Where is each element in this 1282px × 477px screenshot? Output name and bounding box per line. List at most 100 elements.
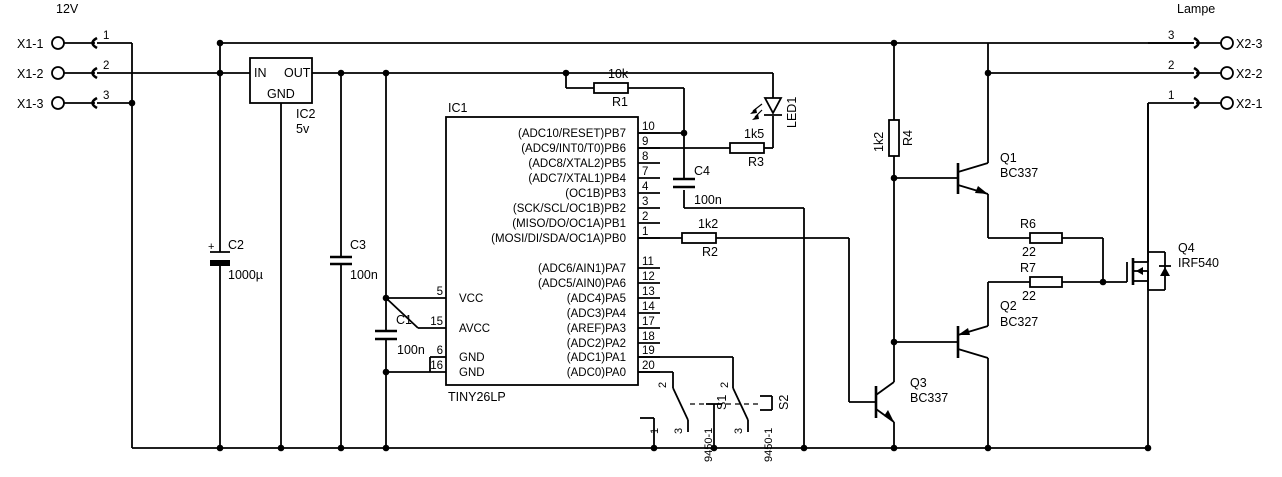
q3-name: Q3: [910, 376, 927, 390]
c4-value: 100n: [694, 193, 722, 207]
c3-value: 100n: [350, 268, 378, 282]
r1-name: R1: [612, 95, 628, 109]
connector-x2: 3 X2-3 2 X2-2 1 X2-1: [1148, 30, 1262, 111]
ic1-pin-label: AVCC: [459, 323, 490, 335]
ic1-pin-number: 6: [437, 345, 443, 357]
mosfet-q4: Q4 IRF540: [1126, 103, 1219, 291]
ic1-pin-number: 10: [642, 121, 655, 133]
s1-pin-3: 3: [673, 428, 685, 434]
connector-pin-x1-1: X1-1 1: [17, 30, 132, 51]
x1-1-pin-number: 1: [103, 30, 109, 42]
ic1-pin-label: (ADC4)PA5: [567, 293, 626, 305]
ic1-pin-label: (ADC2)PA2: [567, 338, 626, 350]
regulator-out-label: OUT: [284, 66, 311, 80]
resistor-r1: 10k R1: [593, 67, 629, 109]
x2-2-pin-number: 2: [1168, 60, 1174, 72]
ic1-pin-label: (SCK/SCL/OC1B)PB2: [513, 203, 626, 215]
ic1-pin-label: (ADC0)PA0: [567, 367, 626, 379]
x2-1-label: X2-1: [1236, 97, 1262, 111]
connector-pin-x2-1: 1 X2-1: [1168, 90, 1262, 111]
x2-3-pin-number: 3: [1168, 30, 1174, 42]
r3-value: 1k5: [744, 127, 764, 141]
regulator-value: 5v: [296, 122, 310, 136]
regulator-gnd-label: GND: [267, 87, 295, 101]
ic1-pin-number: 2: [642, 211, 648, 223]
x1-3-label: X1-3: [17, 97, 43, 111]
ic1-pin-label: GND: [459, 367, 485, 379]
c2-polarity-mark: +: [208, 241, 214, 253]
ic1-pin-number: 15: [430, 316, 443, 328]
ic1-pin-number: 12: [642, 271, 655, 283]
connector-pin-x2-3: 3 X2-3: [1148, 30, 1262, 51]
ic1-pin-number: 20: [642, 360, 655, 372]
regulator-in-label: IN: [254, 66, 267, 80]
c3-name: C3: [350, 238, 366, 252]
connector-pin-x2-2: 2 X2-2: [1168, 60, 1262, 81]
regulator-ic2: IN OUT GND IC2 5v: [249, 57, 316, 136]
ic1-pin-label: (MOSI/DI/SDA/OC1A)PB0: [491, 233, 626, 245]
r7-name: R7: [1020, 261, 1036, 275]
r3-name: R3: [748, 155, 764, 169]
ic1-pin-label: (ADC6/AIN1)PA7: [538, 263, 626, 275]
ic1-pin-number: 1: [642, 226, 648, 238]
s1-pin-2: 2: [657, 382, 669, 388]
r6-value: 22: [1022, 245, 1036, 259]
ic1-right-pins: (ADC10/RESET)PB710(ADC9/INT0/T0)PB69(ADC…: [491, 121, 660, 379]
x2-3-label: X2-3: [1236, 37, 1262, 51]
resistor-r2: 1k2 R2: [681, 217, 718, 259]
ic1-pin-label: (ADC5/AIN0)PA6: [538, 278, 626, 290]
resistor-r7: R7 22: [1020, 261, 1063, 303]
q4-name: Q4: [1178, 241, 1195, 255]
ic1-part: TINY26LP: [448, 390, 506, 404]
c1-value: 100n: [397, 343, 425, 357]
x1-3-pin-number: 3: [103, 90, 109, 102]
regulator-name: IC2: [296, 107, 316, 121]
ic1-pin-label: VCC: [459, 293, 483, 305]
capacitor-c2: + C2 1000µ: [208, 238, 263, 282]
ic1-pin-label: GND: [459, 352, 485, 364]
x1-1-label: X1-1: [17, 37, 43, 51]
ic1-name: IC1: [448, 101, 468, 115]
transistor-q3: Q3 BC337: [874, 376, 948, 423]
ic1-pin-label: (OC1B)PB3: [565, 188, 626, 200]
ic1-pin-label: (AREF)PA3: [567, 323, 626, 335]
x1-2-pin-number: 2: [103, 60, 109, 72]
junctions: [128, 39, 1152, 452]
ic1-pin-number: 18: [642, 331, 655, 343]
ic1-pin-number: 13: [642, 286, 655, 298]
connector-x1: X1-1 1 X1-2 2 X1-3 3: [17, 30, 132, 111]
x2-1-pin-number: 1: [1168, 90, 1174, 102]
ic1-pin-number: 19: [642, 345, 655, 357]
ic1-pin-number: 16: [430, 360, 443, 372]
q2-part: BC327: [1000, 315, 1038, 329]
r1-value: 10k: [608, 67, 629, 81]
switch-s1: 1 2 3 S1 9450-1: [640, 382, 760, 462]
resistor-r6: R6 22: [1020, 217, 1063, 259]
ic1-pin-number: 14: [642, 301, 655, 313]
ic1-pin-label: (ADC9/INT0/T0)PB6: [521, 143, 626, 155]
ic1-pin-label: (ADC10/RESET)PB7: [518, 128, 626, 140]
c2-name: C2: [228, 238, 244, 252]
capacitor-c4: C4 100n: [673, 164, 722, 207]
ic1-pin-number: 8: [642, 151, 648, 163]
microcontroller-ic1: IC1 TINY26LP (ADC10/RESET)PB7 10 (ADC9/INT…: [430, 101, 660, 404]
s2-name: S2: [777, 395, 791, 410]
c2-value: 1000µ: [228, 268, 263, 282]
s1-name: S1: [715, 395, 729, 410]
connector-pin-x1-3: X1-3 3: [17, 90, 109, 111]
led-led1: LED1: [750, 97, 799, 128]
supply-12v-label: 12V: [56, 2, 79, 16]
ic1-pin-number: 3: [642, 196, 648, 208]
lampe-label: Lampe: [1177, 2, 1215, 16]
s2-pin-3: 3: [733, 428, 745, 434]
r6-name: R6: [1020, 217, 1036, 231]
ic1-pin-number: 5: [437, 286, 443, 298]
s1-pin-1: 1: [649, 428, 661, 434]
c4-name: C4: [694, 164, 710, 178]
ic1-pin-number: 11: [642, 256, 654, 268]
ic1-pin-number: 7: [642, 166, 648, 178]
s2-pin-2: 2: [719, 382, 731, 388]
q1-part: BC337: [1000, 166, 1038, 180]
q4-part: IRF540: [1178, 256, 1219, 270]
